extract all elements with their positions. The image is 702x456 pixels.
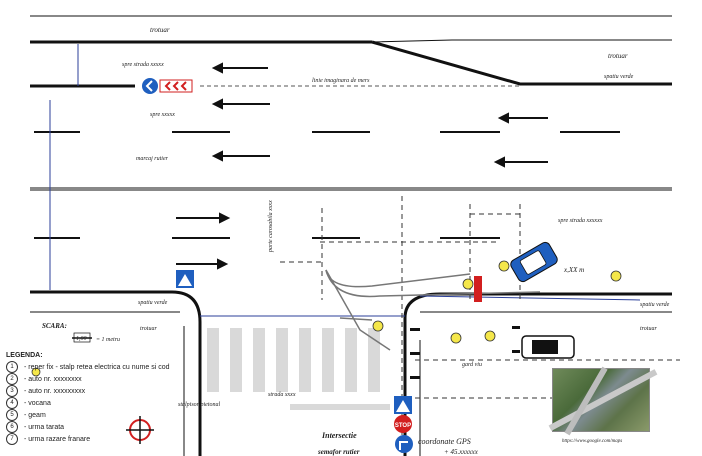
legend-item-text: - vocana xyxy=(24,399,51,407)
label-coordonate: coordonate GPS xyxy=(418,437,471,446)
pedestrian-posts xyxy=(410,326,520,379)
label-stalpi-pietonali: stalpisor pietonal xyxy=(178,402,221,408)
legend-item-number: 3 xyxy=(6,385,18,397)
legend-item: 3 - auto nr. xxxxxxxxx xyxy=(6,385,236,397)
label-semafor: semafor rutier xyxy=(317,448,360,456)
legend-item-number: 1 xyxy=(6,361,18,373)
legend-item: 4 - vocana xyxy=(6,397,236,409)
legend-item-number: 4 xyxy=(6,397,18,409)
label-spre-strada-top: spre strada xxxxx xyxy=(122,62,164,68)
label-parte-carosabila: parte carosabila xxxx xyxy=(268,200,274,253)
measurement-lines xyxy=(49,44,641,317)
label-trotuar-right-lower: trotuar xyxy=(640,326,657,332)
crosswalk xyxy=(207,328,390,410)
legend-item-number: 6 xyxy=(6,421,18,433)
skid-marks xyxy=(325,269,541,351)
legend-item-number: 5 xyxy=(6,409,18,421)
legend-item: 2 - auto nr. xxxxxxxx xyxy=(6,373,236,385)
direction-arrows xyxy=(176,62,548,270)
car-icon xyxy=(510,241,558,283)
label-marcaj-rutier: marcaj rutier xyxy=(136,156,169,162)
legend-title: LEGENDA: xyxy=(6,352,43,359)
scale-bar xyxy=(72,332,92,343)
traffic-light-icon xyxy=(126,416,154,444)
stop-sign-icon: STOP xyxy=(394,415,412,433)
legend-item-text: - geam xyxy=(24,411,46,419)
label-strada: strada xxxx xyxy=(268,392,296,398)
legend-item: 6 - urma tarata xyxy=(6,421,236,433)
label-gard-viu: gard viu xyxy=(462,362,482,368)
label-scale-unit: = 1 metru xyxy=(96,337,120,343)
legend-item-text: - auto nr. xxxxxxxx xyxy=(24,375,82,383)
svg-text:STOP: STOP xyxy=(395,423,411,429)
lane-markings xyxy=(34,131,620,239)
legend-item-text: - urma tarata xyxy=(24,423,65,431)
car-icon xyxy=(521,335,575,359)
label-intersectie: Intersectie xyxy=(321,431,357,440)
keep-right-sign-icon xyxy=(142,78,193,94)
legend-item-number: 2 xyxy=(6,373,18,385)
label-coordonate-value: + 45.xxxxxx xyxy=(444,448,479,456)
label-trotuar-top: trotuar xyxy=(150,26,170,34)
label-spatiu-verde-top: spatiu verde xyxy=(604,74,634,80)
legend-item: 5 - geam xyxy=(6,409,236,421)
label-url: https://www.google.com/maps xyxy=(562,439,622,444)
label-trotuar-right: trotuar xyxy=(608,52,628,60)
pedestrian-crossing-sign-icon xyxy=(394,396,412,414)
label-linie-imaginara: linie imaginara de mers xyxy=(312,78,370,84)
turn-right-sign-icon xyxy=(395,435,413,453)
label-trotuar-left-lower: trotuar xyxy=(140,326,157,332)
label-spre-xxxxx: spre xxxxx xyxy=(150,112,175,118)
legend-item-text: - urma razare franare xyxy=(24,435,91,443)
label-spre-strada-right: spre strada xxxxxx xyxy=(558,218,603,224)
legend: LEGENDA: 1 - reper fix - stalp retea elec… xyxy=(6,352,236,445)
satellite-thumbnail xyxy=(552,368,650,432)
label-scara: SCARA: xyxy=(42,322,67,330)
legend-item: 7 - urma razare franare xyxy=(6,433,236,445)
legend-item-text: - auto nr. xxxxxxxxx xyxy=(24,387,86,395)
legend-item-text: - reper fix - stalp retea electrica cu n… xyxy=(24,363,170,371)
legend-item-number: 7 xyxy=(6,433,18,445)
legend-item: 1 - reper fix - stalp retea electrica cu … xyxy=(6,361,236,373)
label-spatiu-verde-left: spatiu verde xyxy=(138,300,168,306)
pedestrian-crossing-sign-icon xyxy=(176,270,194,288)
label-distance: x,XX m xyxy=(563,266,584,274)
red-marker xyxy=(474,276,482,302)
road-edges xyxy=(30,15,672,456)
numbered-markers xyxy=(31,260,622,377)
label-scale-value: 1,00 xyxy=(76,336,87,342)
label-spatiu-verde-right: spatiu verde xyxy=(640,302,670,308)
